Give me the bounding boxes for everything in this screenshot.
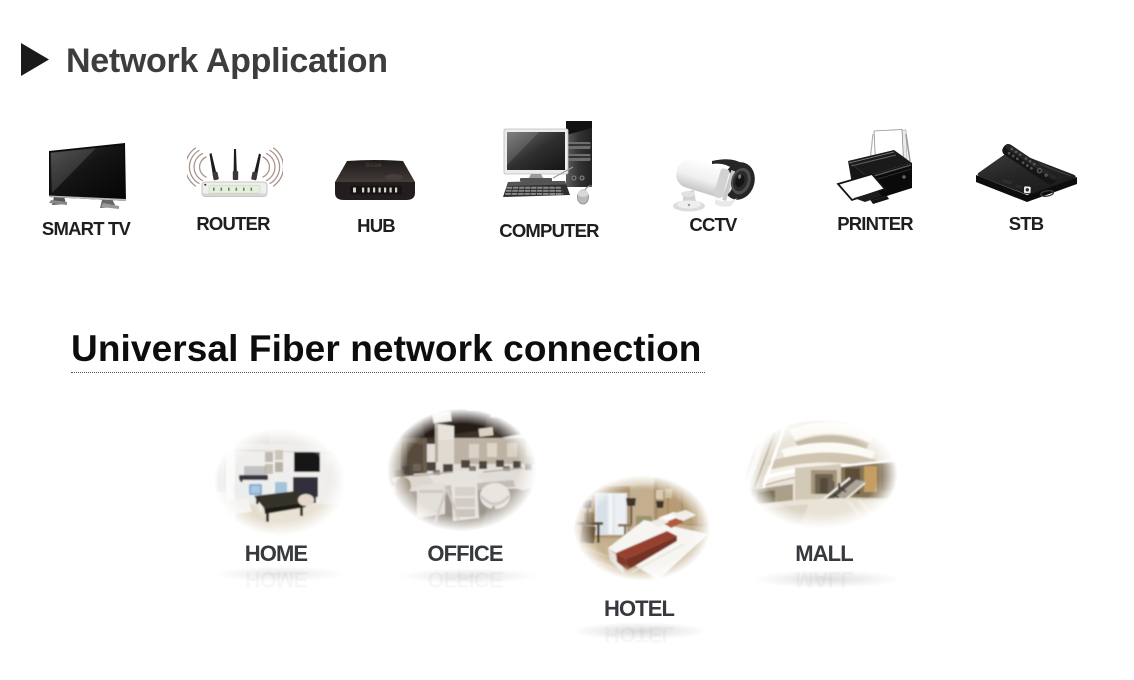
svg-text:D-Link: D-Link — [366, 163, 382, 169]
